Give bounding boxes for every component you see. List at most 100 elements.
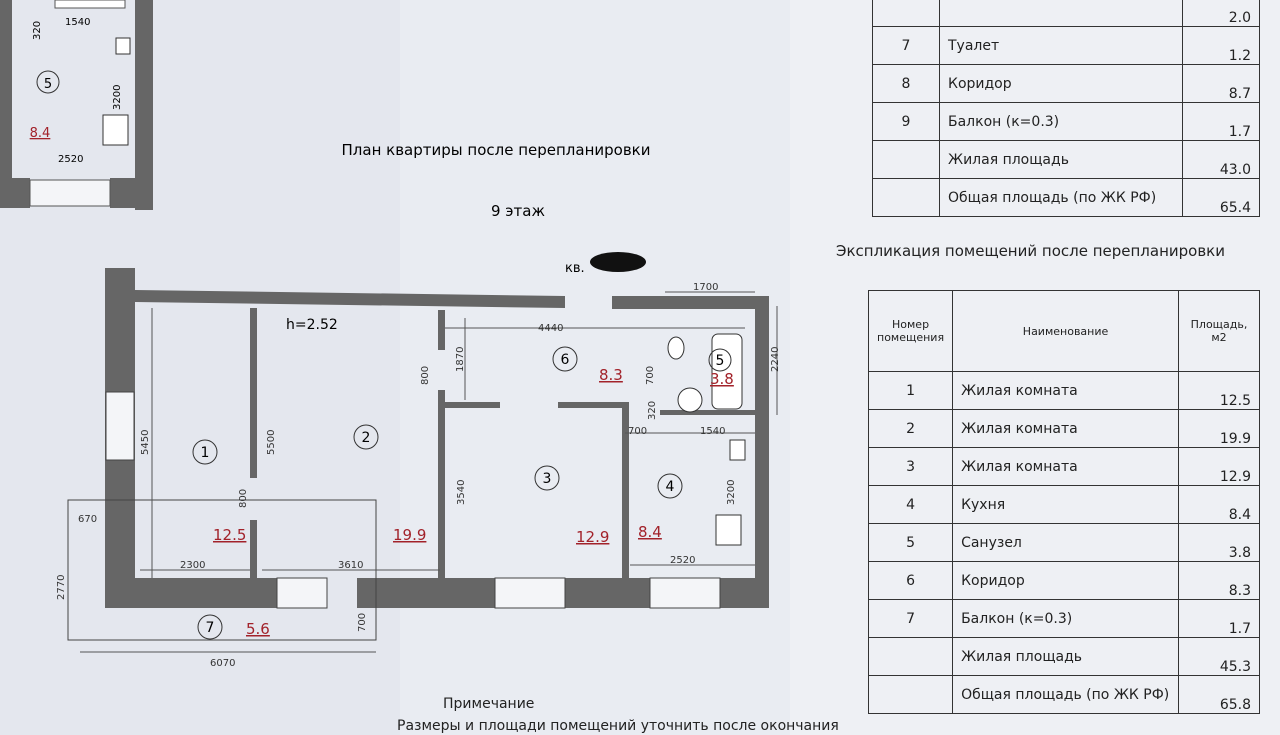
plan-dimensions-d700b: 700 xyxy=(628,426,647,437)
old_table-rows-2-area: 8.7 xyxy=(1182,64,1260,103)
old_table-rows-3-area: 1.7 xyxy=(1182,102,1260,141)
old_table-rows-5-area: 65.4 xyxy=(1182,178,1260,217)
old_table-rows-1-name: Туалет xyxy=(939,26,1183,65)
room-number-5: 5 xyxy=(716,353,725,369)
room-number-7: 7 xyxy=(206,620,215,636)
new_table-rows-7-name: Жилая площадь xyxy=(952,637,1179,676)
old_table-rows-5-num xyxy=(872,178,940,217)
new_table-rows-8-area: 65.8 xyxy=(1178,675,1260,714)
dimension-labels: 4440 1700 2240 1870 800 700 320 700 1540… xyxy=(56,282,781,669)
plan-dimensions-d3610: 3610 xyxy=(338,560,363,571)
ceiling-height: h=2.52 xyxy=(286,317,338,333)
room-number-4: 4 xyxy=(666,479,675,495)
room-area-2: 19.9 xyxy=(393,526,426,544)
table-row: 2.0 xyxy=(872,0,1260,27)
old-dim-1540: 1540 xyxy=(65,17,90,28)
room-number-2: 2 xyxy=(362,430,371,446)
fixtures xyxy=(667,333,746,546)
room-area-6: 8.3 xyxy=(599,366,623,384)
note-text: Размеры и площади помещений уточнить пос… xyxy=(397,718,839,734)
plan-dimensions-d1540: 1540 xyxy=(700,426,725,437)
sink-icon xyxy=(677,387,703,413)
new_table-rows-3-area: 8.4 xyxy=(1178,485,1260,524)
new_table-rows-6-area: 1.7 xyxy=(1178,599,1260,638)
new_table-rows-0-area: 12.5 xyxy=(1178,371,1260,410)
new_table-rows-4-name: Санузел xyxy=(952,523,1179,562)
plan-dimensions-d320: 320 xyxy=(647,401,658,420)
old-dim-320: 320 xyxy=(32,21,43,40)
new_table-headers-num: Номер помещения xyxy=(867,290,954,372)
old_table-rows-0-num xyxy=(872,0,940,27)
new_table-rows-1-num: 2 xyxy=(867,409,954,448)
old_table-rows-1-area: 1.2 xyxy=(1182,26,1260,65)
old_table-rows-1-num: 7 xyxy=(872,26,940,65)
new_table-rows-7-area: 45.3 xyxy=(1178,637,1260,676)
stove-icon xyxy=(715,514,742,546)
new_table-rows-5-num: 6 xyxy=(867,561,954,600)
new_table-rows-1-area: 19.9 xyxy=(1178,409,1260,448)
room-numbers: 1 2 3 4 5 6 7 xyxy=(192,346,732,640)
old-room-number: 5 xyxy=(44,77,52,92)
new_table-rows-2-num: 3 xyxy=(867,447,954,486)
new_table-rows-3-num: 4 xyxy=(867,485,954,524)
old_table-rows-3-num: 9 xyxy=(872,102,940,141)
plan-dimensions-d5450: 5450 xyxy=(140,430,151,455)
new_table-rows-7-num xyxy=(867,637,954,676)
plan-dimensions-d2520: 2520 xyxy=(670,555,695,566)
old_table-rows-0-area: 2.0 xyxy=(1182,0,1260,27)
old_table-rows-4-name: Жилая площадь xyxy=(939,140,1183,179)
dimension-lines xyxy=(80,291,778,653)
explication-title: Экспликация помещений после перепланиров… xyxy=(836,242,1225,260)
plan-dimensions-d800a: 800 xyxy=(420,366,431,385)
plan-dimensions-d800b: 800 xyxy=(238,489,249,508)
plan-dimensions-d3200: 3200 xyxy=(726,480,737,505)
plan-title: План квартиры после перепланировки xyxy=(342,141,651,159)
old_table-rows-2-name: Коридор xyxy=(939,64,1183,103)
new_table-rows-1-name: Жилая комната xyxy=(952,409,1179,448)
old_table-rows-2-num: 8 xyxy=(872,64,940,103)
new_table-rows-3-name: Кухня xyxy=(952,485,1179,524)
plan-dimensions-d1700: 1700 xyxy=(693,282,718,293)
table-row: Общая площадь (по ЖК РФ)65.8 xyxy=(867,675,1260,714)
note-title: Примечание xyxy=(443,696,535,712)
toilet-icon xyxy=(667,336,685,360)
new_table-rows-6-num: 7 xyxy=(867,599,954,638)
plan-dimensions-d3540: 3540 xyxy=(456,480,467,505)
room-number-6: 6 xyxy=(561,352,570,368)
new_table-rows-6-name: Балкон (к=0.3) xyxy=(952,599,1179,638)
old_table-rows-3-name: Балкон (к=0.3) xyxy=(939,102,1183,141)
plan-dimensions-d1870: 1870 xyxy=(455,347,466,372)
plan-dimensions-d700a: 700 xyxy=(645,366,656,385)
new_table-rows-2-name: Жилая комната xyxy=(952,447,1179,486)
new_table-rows-8-name: Общая площадь (по ЖК РФ) xyxy=(952,675,1179,714)
new_table-rows-5-name: Коридор xyxy=(952,561,1179,600)
bathtub-icon xyxy=(711,333,743,410)
plan-dimensions-d700c: 700 xyxy=(357,613,368,632)
paper-sheet-left xyxy=(0,0,400,735)
new_table-headers-name: Наименование xyxy=(952,290,1179,372)
old_table-rows-0-name xyxy=(939,0,1183,27)
room-area-7: 5.6 xyxy=(246,620,270,638)
plan-dimensions-d670: 670 xyxy=(78,514,97,525)
floor-label: 9 этаж xyxy=(491,202,545,220)
windows xyxy=(105,391,721,609)
plan-dimensions-d5500: 5500 xyxy=(266,430,277,455)
room-areas: 12.5 19.9 12.9 8.4 3.8 8.3 5.6 xyxy=(213,366,734,638)
sink-kitchen-icon xyxy=(729,439,746,461)
room-number-3: 3 xyxy=(543,471,552,487)
new_table-rows-0-name: Жилая комната xyxy=(952,371,1179,410)
room-area-4: 8.4 xyxy=(638,523,662,541)
